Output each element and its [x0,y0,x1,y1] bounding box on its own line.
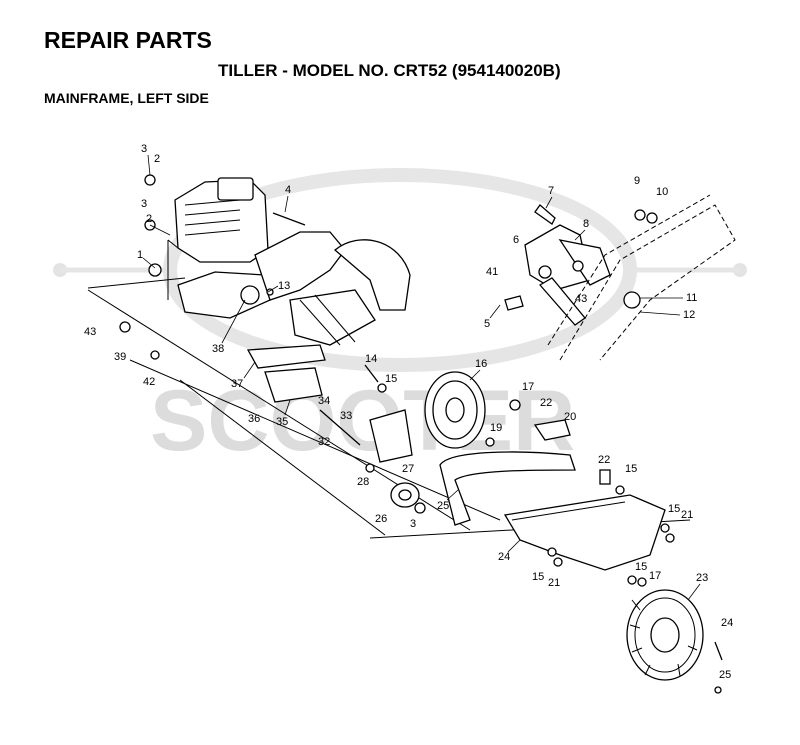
callouts: 3 2 3 2 1 4 13 43 39 42 38 37 36 35 34 3… [84,143,733,681]
callout-27: 25 [437,500,449,512]
callout-38: 39 [114,351,126,363]
callout-8: 8 [583,218,589,230]
callout-34: 35 [276,416,288,428]
callout-29: 27 [402,463,414,475]
pulley [424,371,486,449]
callout-19: 19 [490,422,502,434]
callout-33: 34 [318,395,330,407]
bracket-assembly [504,204,611,326]
callout-4: 4 [285,184,291,196]
mainframe [254,231,411,346]
callout-17: 17 [649,570,661,582]
callout-37: 38 [212,343,224,355]
callout-14: 14 [365,353,377,365]
hardware [119,174,723,694]
callout-11: 11 [686,292,697,304]
callout-3: 3 [141,198,147,210]
callout-16: 16 [475,358,487,370]
idler-pulley [390,482,420,508]
callout-35: 36 [248,413,260,425]
callout-22: 21 [548,577,560,589]
section-title: MAINFRAME, LEFT SIDE [44,90,209,106]
handle-bar [547,194,736,361]
guard-plates [246,344,571,463]
callout-15: 15 [625,463,637,475]
callout-42: 43 [84,326,96,338]
callout-26: 24 [498,551,510,563]
callout-39: 41 [486,266,498,278]
callout-21: 22 [598,454,610,466]
callout-1: 1 [137,249,143,261]
callout-25: 25 [719,669,731,681]
callout-41: 42 [143,376,155,388]
callout-12: 12 [683,309,695,321]
callout-15: 15 [668,503,680,515]
callout-17: 17 [522,381,534,393]
callout-36: 37 [231,378,243,390]
callout-9: 9 [634,175,640,187]
callout-31: 32 [318,436,330,448]
page-title: REPAIR PARTS [44,27,212,53]
callout-28: 26 [375,513,387,525]
callout-22: 21 [681,509,693,521]
callout-43: 43 [575,293,587,305]
callout-2: 2 [154,153,160,165]
belt [439,451,576,526]
callout-15: 15 [532,571,544,583]
callout-32: 33 [340,410,352,422]
model-subtitle: TILLER - MODEL NO. CRT52 (954140020B) [218,61,561,80]
callout-3: 3 [141,143,147,155]
callout-23: 23 [696,572,708,584]
callout-2: 2 [146,213,152,225]
callout-30: 28 [357,476,369,488]
callout-3: 3 [410,518,416,530]
callout-6: 6 [513,234,519,246]
callout-20: 20 [564,411,576,423]
belt-cover [503,494,666,571]
callout-5: 5 [484,318,490,330]
callout-15: 15 [635,561,647,573]
callout-21: 22 [540,397,552,409]
wheel [626,589,704,681]
callout-15: 15 [385,373,397,385]
callout-10: 10 [656,186,668,198]
callout-7: 7 [548,185,554,197]
callout-13: 13 [278,280,290,292]
engine [167,177,271,319]
callout-24: 24 [721,617,733,629]
watermark: SCOOTER [53,168,747,469]
